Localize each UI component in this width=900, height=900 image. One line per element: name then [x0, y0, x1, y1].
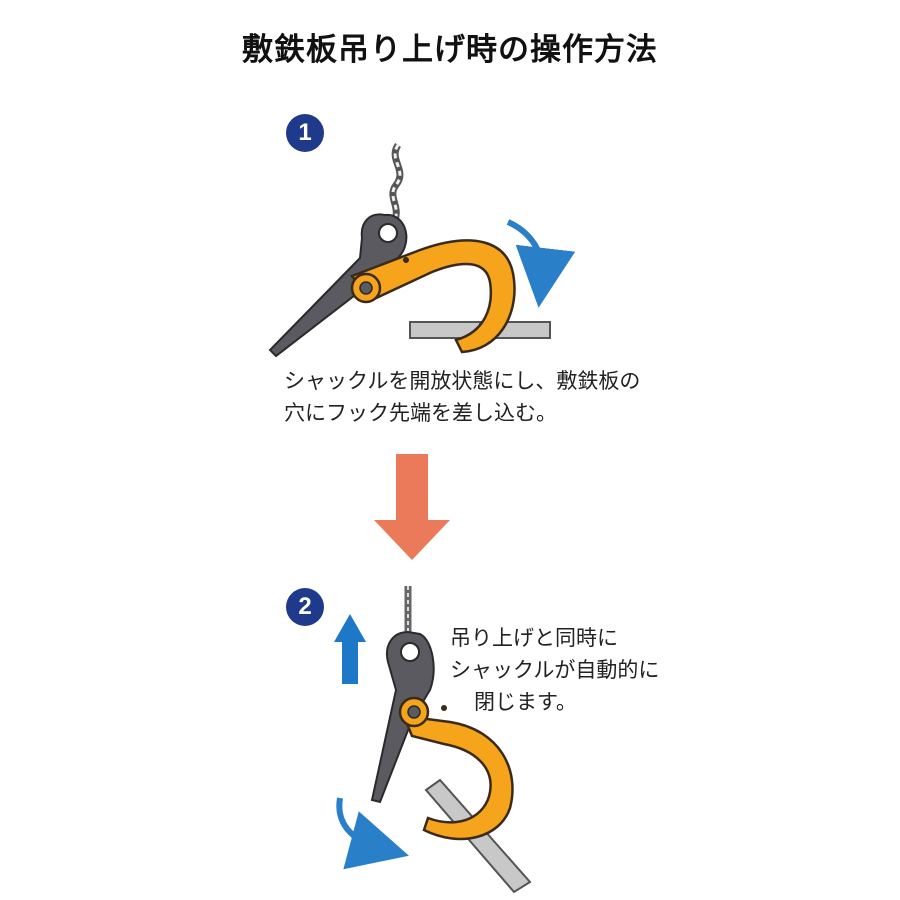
down-arrow-icon	[374, 454, 450, 560]
curved-arrow-icon	[336, 797, 409, 870]
step-2-caption: 吊り上げと同時に シャックルが自動的に 閉じます。	[450, 622, 659, 718]
step-2-caption-line-2: シャックルが自動的に	[450, 658, 660, 682]
hook-open	[349, 239, 516, 354]
hook-closed	[402, 714, 514, 841]
step-1-illustration	[268, 143, 576, 358]
step-1-badge: 1	[286, 114, 324, 152]
page-title: 敷鉄板吊り上げ時の操作方法	[242, 32, 658, 68]
step-1-caption: シャックルを開放状態にし、敷鉄板の 穴にフック先端を差し込む。	[284, 365, 640, 429]
curved-arrow-icon	[506, 219, 576, 308]
step-1-caption-line-1: シャックルを開放状態にし、敷鉄板の	[284, 369, 641, 393]
step-2-caption-line-1: 吊り上げと同時に	[450, 626, 618, 650]
step-2-illustration	[334, 586, 532, 894]
step-2-caption-line-3: 閉じます。	[474, 690, 577, 714]
up-arrow-icon	[334, 614, 366, 684]
step-1-caption-line-2: 穴にフック先端を差し込む。	[284, 401, 557, 425]
step-2-badge: 2	[286, 588, 324, 626]
